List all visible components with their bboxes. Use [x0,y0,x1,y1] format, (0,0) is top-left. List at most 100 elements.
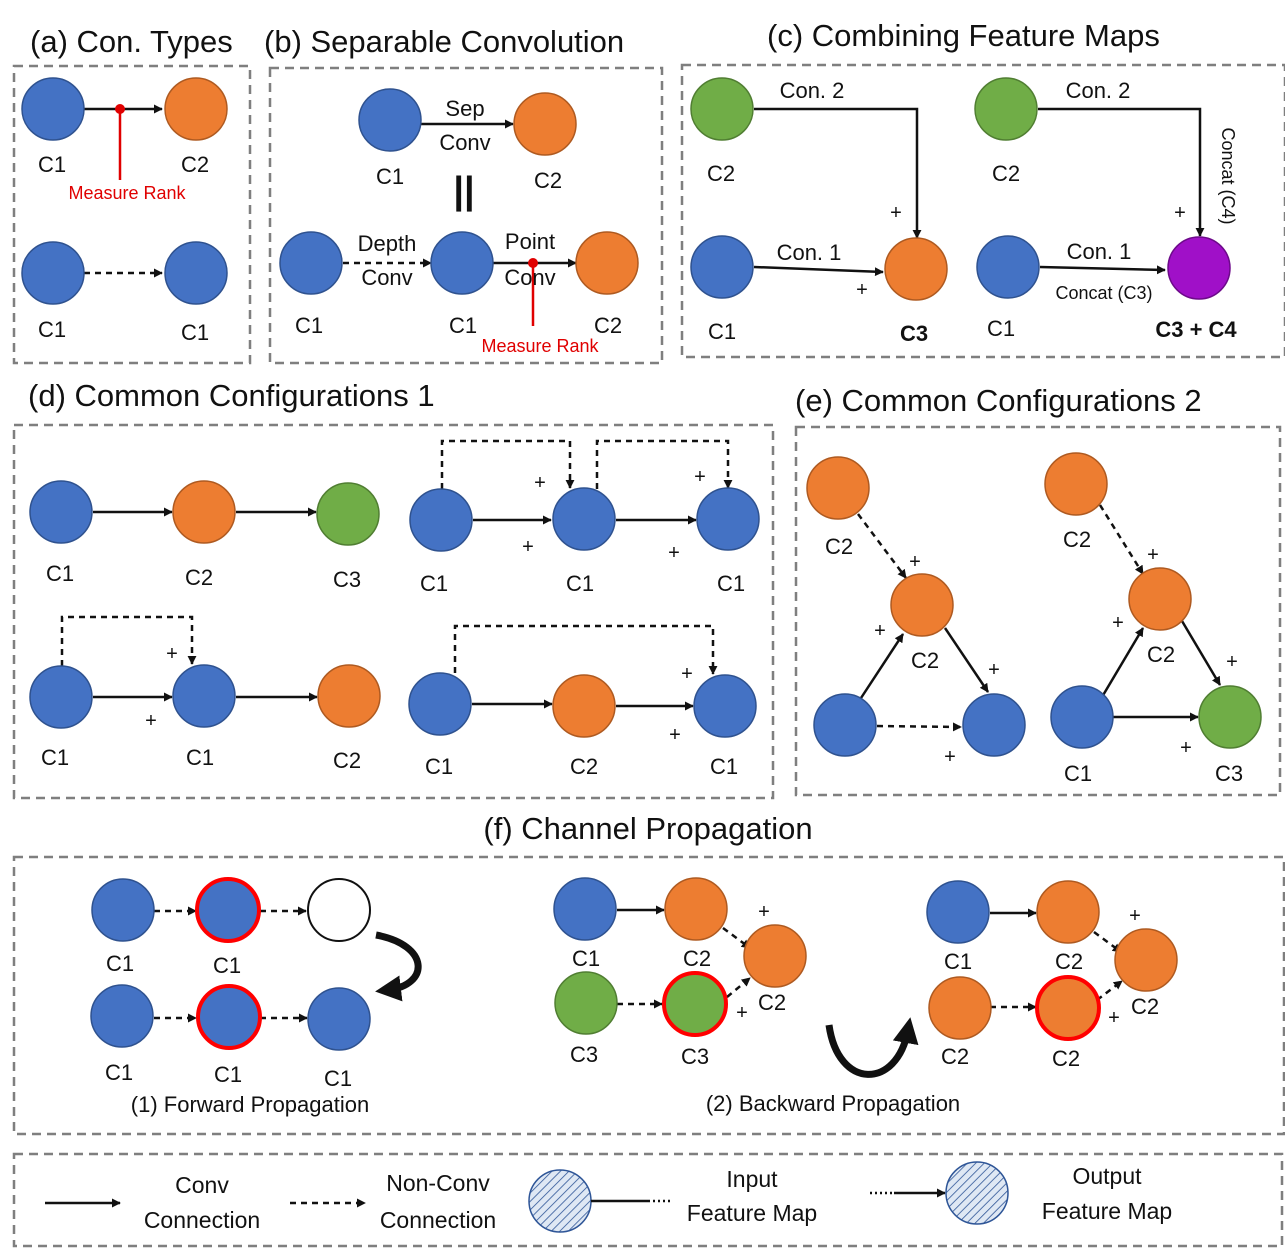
node-label: C1 [717,571,745,596]
legend-output-label: Output [1072,1163,1142,1189]
node-label: C1 [449,313,477,338]
plus-sign: + [1129,905,1141,927]
node-blue [21,77,85,141]
panel-f-box [12,855,1285,1136]
node-label: C1 [105,1060,133,1085]
nonconv-arrow [1098,504,1145,575]
node-green [1198,685,1262,749]
conv-label: Conv [361,265,412,290]
node-purple [1167,236,1231,300]
panel-c-box [680,63,1285,359]
conv-label: Conv [439,130,490,155]
node-orange [664,877,728,941]
conv-arrow [1039,265,1166,275]
conv-arrow [1180,620,1222,686]
node-label: C3 [681,1044,709,1069]
panel-e-box [794,425,1282,797]
node-blue [164,241,228,305]
panel-d: (d) Common Configurations 1 C1 C2 C3 + +… [12,378,775,800]
plus-sign: + [522,536,534,558]
node-orange [164,77,228,141]
node-orange [172,480,236,544]
concat-c3-label: Concat (C3) [1055,283,1152,303]
node-label: C1 [186,745,214,770]
panel-f: (f) Channel Propagation C1 C1 C1 C1 C1 (… [12,811,1285,1136]
node-green [974,77,1038,141]
panel-c-title: (c) Combining Feature Maps [767,18,1160,53]
node-label: C1 [46,561,74,586]
node-label: C1 [214,1062,242,1087]
node-blue [693,674,757,738]
node-orange [1128,567,1192,631]
node-green [690,77,754,141]
legend-input-label: Input [726,1166,778,1192]
node-label: C1 [295,313,323,338]
node-green-highlighted [662,971,728,1037]
panel-c: (c) Combining Feature Maps Con. 2 Con. 1… [680,18,1285,359]
node-green [554,971,618,1035]
node-blue [279,231,343,295]
node-blue [962,693,1026,757]
panel-e: (e) Common Configurations 2 C2 C2 + + + … [794,383,1282,797]
node-blue [358,88,422,152]
node-label: C2 [707,161,735,186]
nonconv-arrow [722,926,751,950]
node-blue [813,693,877,757]
node-blue [976,235,1040,299]
panel-e-title: (e) Common Configurations 2 [795,383,1202,418]
node-label: C3 [1215,761,1243,786]
node-label: C1 [38,317,66,342]
plus-sign: + [1108,1007,1120,1029]
forward-curved-arrow [375,931,422,1002]
node-label: C2 [1063,527,1091,552]
node-green [316,482,380,546]
node-label: C3 [570,1042,598,1067]
node-orange [575,231,639,295]
node-label: C1 [1064,761,1092,786]
legend-output-node [945,1161,1009,1225]
measure-rank-dot [115,104,125,114]
node-empty [307,878,371,942]
measure-rank-dot [528,258,538,268]
forward-caption: (1) Forward Propagation [131,1092,369,1117]
skip-arrow [60,615,197,666]
backward-curved-arrow [825,1017,919,1078]
node-label: C3 [333,567,361,592]
node-label: C2 [594,313,622,338]
node-orange-highlighted [1035,975,1101,1041]
plus-sign: + [1147,544,1159,566]
node-orange [1114,928,1178,992]
node-orange [317,664,381,728]
node-blue-highlighted [195,877,261,943]
node-orange [890,573,954,637]
nonconv-arrow [1096,980,1123,1001]
legend-output-label: Feature Map [1042,1198,1172,1224]
node-label: C1 [38,152,66,177]
sep-label: Sep [445,96,484,121]
node-label: C1 [566,571,594,596]
node-blue [408,672,472,736]
node-orange [884,237,948,301]
plus-sign: + [1180,737,1192,759]
legend-nonconv-label: Non-Conv [386,1170,490,1196]
node-orange [552,674,616,738]
plus-sign: + [1226,651,1238,673]
conv-arrow [859,633,905,699]
conv-arrow [754,107,922,239]
legend-nonconv-label: Connection [380,1207,496,1233]
node-blue [21,241,85,305]
panel-a-box [12,64,252,365]
plus-sign: + [534,472,546,494]
node-blue [552,487,616,551]
node-label: C1 [376,164,404,189]
plus-sign: + [668,542,680,564]
panel-d-box [12,423,775,800]
nonconv-arrow [726,977,751,998]
panel-b-box [268,66,664,365]
node-label: C2 [1131,994,1159,1019]
node-label: C2 [333,748,361,773]
con1-label: Con. 1 [777,240,842,265]
plus-sign: + [681,663,693,685]
point-label: Point [505,229,555,254]
